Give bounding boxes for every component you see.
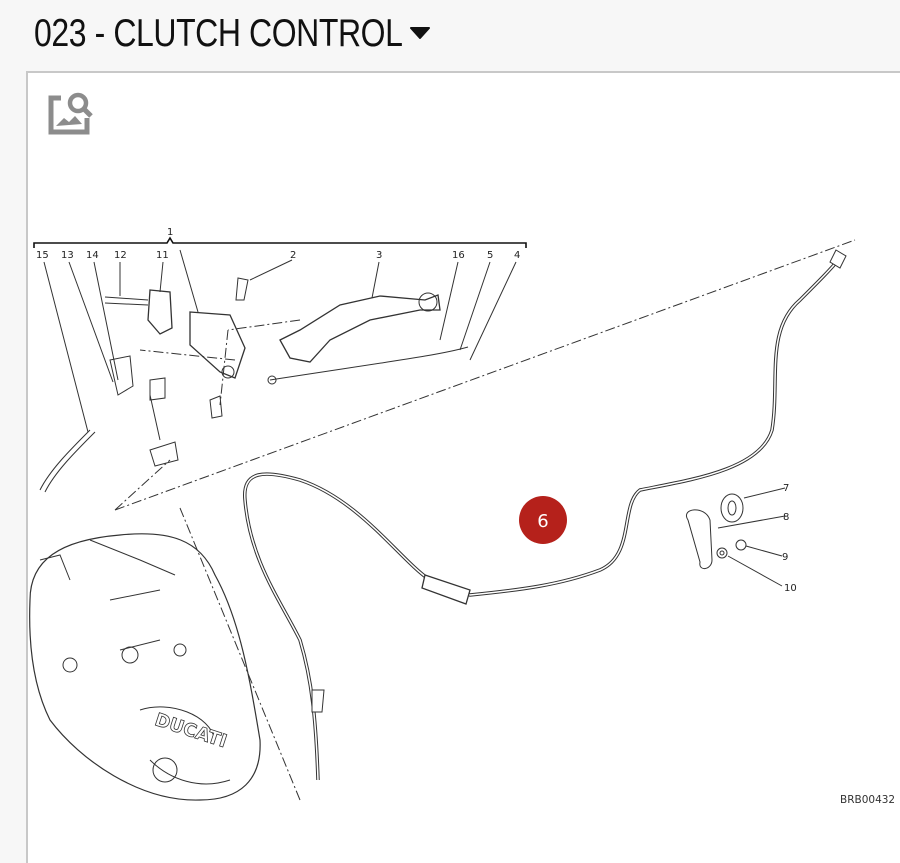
part-label[interactable]: 2 bbox=[290, 250, 296, 261]
group-label: 1 bbox=[167, 227, 173, 238]
part-label[interactable]: 12 bbox=[114, 250, 127, 261]
part-label[interactable]: 14 bbox=[86, 250, 99, 261]
part-label[interactable]: 16 bbox=[452, 250, 465, 261]
part-label[interactable]: 9 bbox=[782, 552, 788, 563]
part-label[interactable]: 8 bbox=[783, 512, 789, 523]
part-label[interactable]: 4 bbox=[514, 250, 520, 261]
brand-text: DUCATI bbox=[152, 709, 229, 752]
caret-down-icon[interactable] bbox=[410, 26, 430, 40]
part-label[interactable]: 11 bbox=[156, 250, 169, 261]
hotspot-label[interactable]: 6 bbox=[537, 511, 548, 532]
hotspot-marker[interactable] bbox=[519, 496, 567, 544]
part-label[interactable]: 5 bbox=[487, 250, 493, 261]
part-label[interactable]: 3 bbox=[376, 250, 382, 261]
reference-code: BRB00432 bbox=[840, 794, 895, 806]
page-title: 023 - CLUTCH CONTROL bbox=[34, 12, 403, 55]
page-title-row: 023 - CLUTCH CONTROL bbox=[34, 12, 483, 56]
part-label[interactable]: 13 bbox=[61, 250, 74, 261]
group-bracket bbox=[33, 236, 527, 248]
part-label[interactable]: 15 bbox=[36, 250, 49, 261]
part-label[interactable]: 10 bbox=[784, 583, 797, 594]
image-search-icon[interactable] bbox=[47, 90, 95, 136]
diagram-panel bbox=[26, 71, 900, 863]
hotspot-part-6[interactable]: 6 bbox=[519, 496, 567, 544]
part-label[interactable]: 7 bbox=[783, 483, 789, 494]
